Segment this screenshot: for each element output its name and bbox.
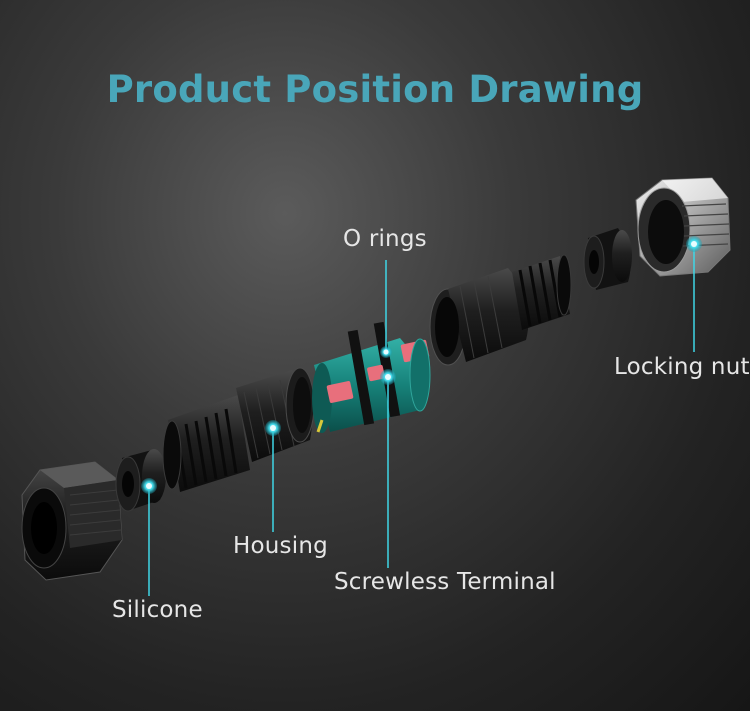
locking-nut <box>635 177 731 277</box>
left-nut <box>21 461 123 581</box>
right-silicone-ring <box>583 228 632 290</box>
label-o-rings: O rings <box>343 226 427 252</box>
page-title: Product Position Drawing <box>106 68 644 111</box>
label-silicone: Silicone <box>112 597 203 623</box>
callout-dot-silicone <box>141 478 157 494</box>
right-housing <box>429 254 572 366</box>
callout-lines <box>148 244 695 596</box>
callout-dot-housing <box>265 420 281 436</box>
left-silicone-ring <box>115 449 166 512</box>
screwless-terminal <box>312 321 431 433</box>
label-housing: Housing <box>233 533 328 559</box>
housing <box>162 367 315 492</box>
callout-dot-orings <box>380 346 392 358</box>
callout-dot-locking <box>686 236 702 252</box>
callout-dot-screwless <box>380 369 396 385</box>
label-locking-nut: Locking nut <box>614 354 750 380</box>
label-screwless-terminal: Screwless Terminal <box>334 569 556 595</box>
callout-dots <box>141 236 702 494</box>
